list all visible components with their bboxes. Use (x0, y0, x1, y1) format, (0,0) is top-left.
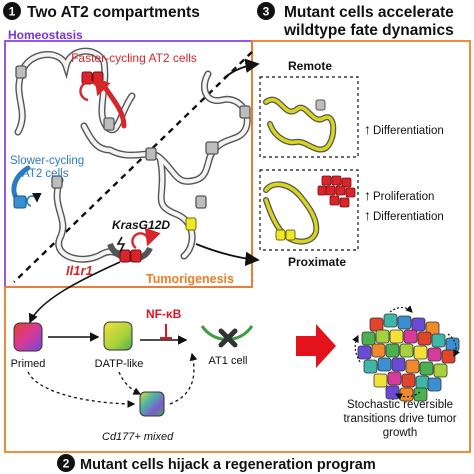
faster-cycling-label: Faster-cycling AT2 cells (71, 51, 197, 65)
tumor-cluster (357, 313, 460, 402)
remote-gray-cell (315, 99, 326, 111)
remote-arrow (223, 58, 260, 79)
datp-cell (103, 321, 133, 351)
tumor-cell (427, 377, 442, 392)
proliferation-up-arrow: ↑ (364, 187, 371, 203)
slower-label-line1: Slower-cycling (10, 155, 84, 167)
slower-cycling-loop-arrow (26, 192, 42, 207)
tumor-cell (361, 331, 376, 346)
panel3-number: 3 (263, 5, 270, 19)
tumor-cell (441, 349, 456, 364)
tumor-cell (411, 317, 426, 332)
mutant-to-primed-arrow (28, 261, 121, 324)
tumor-cell (357, 345, 372, 360)
tumor-cell (397, 315, 412, 330)
cd177-at1-dashed-arrow (169, 352, 198, 405)
panel3-header: 3 Mutant cells accelerate wildtype fate … (257, 2, 454, 39)
gray-at2-cells (15, 65, 251, 209)
stochastic-line2: transitions drive tumor (343, 413, 456, 425)
tumor-cell (413, 387, 428, 402)
panel1-header: 1 Two AT2 compartments (3, 2, 200, 21)
tumor-cell (363, 359, 378, 374)
tumor-cell (389, 329, 404, 344)
datp-cd177-dashed-arrow (118, 371, 142, 395)
panel3-title-line2: wildtype fate dynamics (283, 22, 454, 39)
remote-label: Remote (288, 59, 332, 73)
stochastic-line1: Stochastic reversible (347, 399, 453, 411)
kras-mutant-cells (119, 249, 142, 263)
tumor-cell (405, 359, 420, 374)
tumor-cell (433, 363, 448, 378)
lightning-icon (116, 236, 126, 253)
tumor-cell (385, 343, 400, 358)
big-red-arrow (296, 324, 336, 368)
proximate-arrow (195, 243, 260, 267)
tumor-cluster-arrows (352, 305, 460, 400)
tumor-cell (375, 329, 390, 344)
remote-box (259, 76, 359, 158)
blocked-x-icon (218, 328, 238, 348)
proximate-yellow-cells (275, 229, 296, 241)
panel2-title: Mutant cells hijack a regeneration progr… (80, 457, 376, 473)
tumor-cell (403, 329, 418, 344)
tumor-cell (431, 333, 446, 348)
proximate-alveoli (263, 181, 320, 245)
tumor-cell (427, 347, 442, 362)
tumor-cell (415, 375, 430, 390)
tumor-cell (377, 357, 392, 372)
panel2-number: 2 (63, 457, 70, 471)
panel2-header: 2 Mutant cells hijack a regeneration pro… (57, 454, 376, 473)
proximate-differentiation-label: Differentiation (373, 211, 444, 223)
faster-cycling-loop-arrow (79, 77, 111, 102)
primed-cell (13, 322, 43, 352)
cd177-label: Cd177+ mixed (102, 431, 174, 443)
tumorigenesis-label: Tumorigenesis (146, 272, 234, 286)
at1-label: AT1 cell (209, 355, 248, 367)
panel1-number: 1 (9, 5, 16, 19)
tumor-cell (401, 373, 416, 388)
tumor-cell (369, 317, 384, 332)
tumor-cell (391, 357, 406, 372)
panel1-title: Two AT2 compartments (27, 4, 200, 21)
il1r1-label: Il1r1 (66, 263, 93, 278)
proximate-tumor-cluster (317, 175, 356, 208)
remote-alveoli (263, 96, 337, 153)
panel1-number-badge (3, 2, 21, 20)
tumorigenesis-box (4, 40, 471, 453)
tumor-cell (399, 343, 414, 358)
tumor-cell (373, 373, 388, 388)
slower-label-line2: AT2 cells (22, 168, 69, 180)
proliferation-label: Proliferation (373, 191, 434, 203)
tumor-cell (383, 313, 398, 328)
mutant-loop-arrow (131, 227, 161, 249)
panel3-number-badge (257, 2, 275, 20)
slower-cycling-cell (13, 195, 27, 209)
remote-up-arrow: ↑ (364, 121, 371, 137)
kras-label: KrasG12D (112, 218, 170, 232)
tumor-cell (419, 361, 434, 376)
tumor-cell (445, 337, 460, 352)
nfkb-label: NF-κB (146, 307, 182, 321)
primed-cd177-dashed-arrow (27, 371, 136, 408)
stochastic-line3: growth (383, 427, 418, 439)
remote-differentiation-label: Differentiation (373, 125, 444, 137)
tumor-cell (371, 343, 386, 358)
homeostasis-label: Homeostasis (8, 28, 83, 42)
compartment-divider (13, 51, 253, 283)
tumor-cell (413, 345, 428, 360)
panel2-number-badge (57, 454, 75, 472)
proximate-label: Proximate (288, 255, 346, 269)
datp-label: DATP-like (95, 358, 144, 370)
panel3-title-line1: Mutant cells accelerate (284, 4, 454, 21)
tumor-cell (385, 385, 400, 400)
tumor-cell (387, 371, 402, 386)
wildtype-neighbor-cell (185, 217, 197, 231)
cd177-cell (139, 391, 165, 417)
proximate-up-arrow: ↑ (364, 207, 371, 223)
tumor-cell (417, 331, 432, 346)
proximate-box (259, 169, 359, 251)
primed-label: Primed (11, 358, 46, 370)
